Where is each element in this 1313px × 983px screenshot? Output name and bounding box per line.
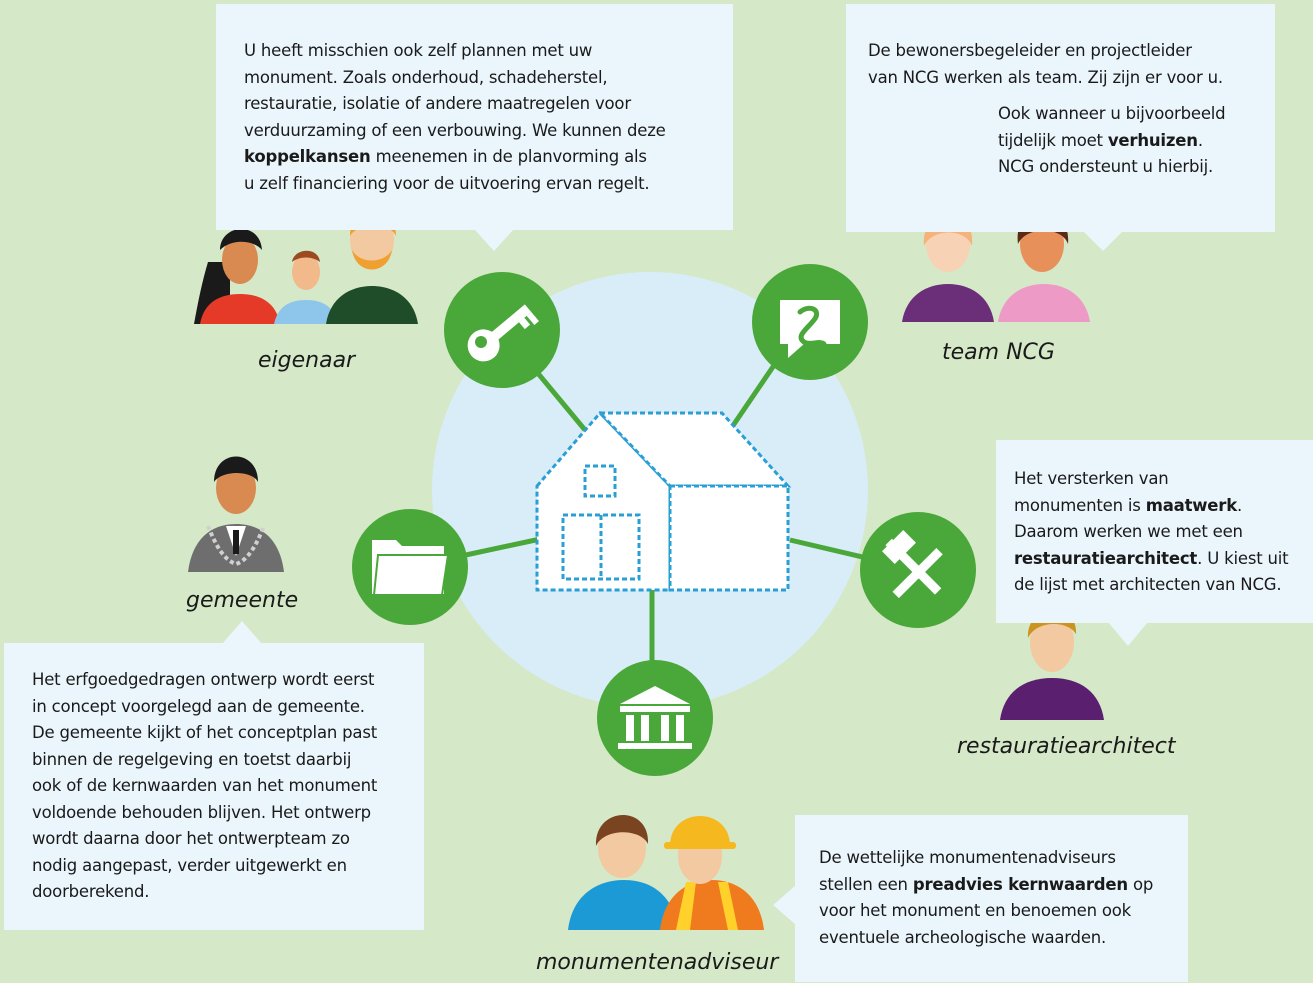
bubble-text-line: De wettelijke monumentenadviseurs [819, 845, 1188, 872]
team-ncg-text-bubble: De bewonersbegeleider en projectleider va… [846, 4, 1275, 232]
bubble-text-emphasis: koppelkansen [244, 147, 371, 166]
bubble-text-emphasis: verhuizen [1107, 130, 1198, 150]
bubble-text-line: Ook wanneer u bijvoorbeeld [998, 101, 1275, 128]
bubble-text-emphasis: restauratiearchitect [1014, 548, 1198, 568]
bubble-text-segment: in concept voorgelegd aan de gemeente. [32, 696, 365, 716]
bubble-text-segment: op [1127, 874, 1154, 894]
bubble-text-segment: . [1237, 495, 1243, 515]
bubble-text-segment: Ook wanneer u bijvoorbeeld [998, 104, 1226, 123]
bubble-text-line: van NCG werken als team. Zij zijn er voo… [868, 65, 1275, 92]
bubble-text-segment: Het erfgoedgedragen ontwerp wordt eerst [32, 670, 375, 689]
bubble-text-line: verduurzaming of een verbouwing. We kunn… [244, 118, 733, 145]
bubble-text-segment: de lijst met architecten van NCG. [1014, 575, 1282, 594]
bubble-text-line: Het versterken van [1014, 466, 1313, 493]
ncg-speech-bubble-icon [752, 264, 868, 380]
role-label-monumentenadviseur: monumentenadviseur [536, 950, 779, 975]
folder-icon [352, 509, 468, 625]
monumentenadviseur-bubble-tail [773, 885, 796, 925]
bubble-text-line: tijdelijk moet verhuizen. [998, 128, 1275, 155]
bubble-text-segment: doorberekend. [32, 882, 150, 901]
bubble-text-line: restauratie, isolatie of andere maatrege… [244, 91, 733, 118]
gemeente-person-illustration [188, 456, 284, 572]
bubble-text-line: wordt daarna door het ontwerpteam zo [32, 826, 424, 853]
bubble-text-line: in concept voorgelegd aan de gemeente. [32, 694, 424, 721]
restauratiearchitect-person-illustration [1000, 609, 1104, 720]
bubble-text-line: De gemeente kijkt of het conceptplan pas… [32, 720, 424, 747]
bubble-text-line: U heeft misschien ook zelf plannen met u… [244, 38, 733, 65]
bubble-text-segment: binnen de regelgeving en toetst daarbij [32, 749, 352, 769]
bubble-text-segment: nodig aangepast, verder uitgewerkt en [32, 855, 347, 875]
bubble-text-line: monumenten is maatwerk. [1014, 493, 1313, 520]
bubble-text-line: monument. Zoals onderhoud, schadeherstel… [244, 65, 733, 92]
role-label-gemeente: gemeente [186, 588, 299, 613]
role-label-restauratiearchitect: restauratiearchitect [957, 734, 1176, 759]
bubble-text-line: eventuele archeologische waarden. [819, 925, 1188, 952]
bubble-text-line: Daarom werken we met een [1014, 519, 1313, 546]
bubble-text-segment: monument. Zoals onderhoud, schadeherstel… [244, 67, 608, 87]
bubble-text-segment: meenemen in de planvorming als [370, 147, 647, 166]
bubble-text-segment: u zelf financiering voor de uitvoering e… [244, 173, 650, 193]
government-building-icon [597, 660, 713, 776]
bubble-text-segment: verduurzaming of een verbouwing. We kunn… [244, 120, 666, 140]
bubble-text-segment: NCG ondersteunt u hierbij. [998, 157, 1214, 176]
bubble-text-line: doorberekend. [32, 879, 424, 906]
key-icon [444, 272, 560, 388]
gemeente-text-bubble: Het erfgoedgedragen ontwerp wordt eerst i… [4, 643, 424, 930]
gemeente-bubble-tail [222, 621, 262, 644]
bubble-text-segment: eventuele archeologische waarden. [819, 927, 1107, 947]
bubble-text-emphasis: maatwerk [1145, 495, 1238, 515]
bubble-text-block: De bewonersbegeleider en projectleider va… [868, 38, 1275, 91]
monumentenadviseur-text-bubble: De wettelijke monumentenadviseurs stellen… [795, 815, 1188, 982]
bubble-text-segment: tijdelijk moet [998, 130, 1108, 150]
bubble-text-line: De bewonersbegeleider en projectleider [868, 38, 1275, 65]
role-label-eigenaar: eigenaar [258, 348, 356, 373]
bubble-text-segment: ook of de kernwaarden van het monument [32, 776, 378, 795]
bubble-text-line: koppelkansen meenemen in de planvorming … [244, 144, 733, 171]
bubble-text-segment: U heeft misschien ook zelf plannen met u… [244, 41, 593, 60]
bubble-text-segment: Het versterken van [1014, 469, 1169, 488]
bubble-text-line: voor het monument en benoemen ook [819, 898, 1188, 925]
bubble-text-block: Ook wanneer u bijvoorbeeld tijdelijk moet… [998, 101, 1275, 181]
bubble-text-line: restauratiearchitect. U kiest uit [1014, 546, 1313, 573]
bubble-text-segment: . U kiest uit [1197, 548, 1289, 568]
house-icon [535, 410, 792, 592]
bubble-text-segment: . [1197, 130, 1203, 150]
hammer-screwdriver-icon [860, 512, 976, 628]
restauratiearchitect-text-bubble: Het versterken van monumenten is maatwerk… [996, 440, 1313, 623]
bubble-text-line: Het erfgoedgedragen ontwerp wordt eerst [32, 667, 424, 694]
monumentenadviseur-people-illustration [568, 814, 764, 930]
bubble-text-line: NCG ondersteunt u hierbij. [998, 154, 1275, 181]
bubble-text-segment: Daarom werken we met een [1014, 522, 1243, 541]
bubble-text-line: nodig aangepast, verder uitgewerkt en [32, 853, 424, 880]
bubble-text-block: Het erfgoedgedragen ontwerp wordt eerst i… [32, 667, 424, 906]
bubble-text-segment: monumenten is [1014, 495, 1146, 515]
team-ncg-bubble-tail [1083, 231, 1123, 251]
bubble-text-segment: De bewonersbegeleider en projectleider [868, 41, 1192, 60]
bubble-text-line: u zelf financiering voor de uitvoering e… [244, 171, 733, 198]
bubble-text-line: stellen een preadvies kernwaarden op [819, 872, 1188, 899]
bubble-text-segment: De wettelijke monumentenadviseurs [819, 848, 1116, 867]
bubble-text-segment: De gemeente kijkt of het conceptplan pas… [32, 723, 378, 742]
bubble-text-segment: wordt daarna door het ontwerpteam zo [32, 829, 350, 848]
bubble-text-line: de lijst met architecten van NCG. [1014, 572, 1313, 599]
bubble-text-segment: van NCG werken als team. Zij zijn er voo… [868, 67, 1223, 87]
bubble-text-block: De wettelijke monumentenadviseurs stellen… [819, 845, 1188, 951]
bubble-text-line: binnen de regelgeving en toetst daarbij [32, 747, 424, 774]
eigenaar-bubble-tail [474, 229, 514, 251]
bubble-text-segment: voldoende behouden blijven. Het ontwerp [32, 802, 371, 822]
bubble-text-line: ook of de kernwaarden van het monument [32, 773, 424, 800]
bubble-text-block: U heeft misschien ook zelf plannen met u… [244, 38, 733, 197]
bubble-text-block: Het versterken van monumenten is maatwerk… [1014, 466, 1313, 599]
restauratiearchitect-bubble-tail [1108, 622, 1148, 646]
eigenaar-text-bubble: U heeft misschien ook zelf plannen met u… [216, 4, 733, 230]
bubble-text-emphasis: preadvies kernwaarden [912, 874, 1128, 894]
bubble-text-line: voldoende behouden blijven. Het ontwerp [32, 800, 424, 827]
bubble-text-segment: stellen een [819, 874, 913, 894]
bubble-text-segment: voor het monument en benoemen ook [819, 901, 1132, 920]
bubble-text-segment: restauratie, isolatie of andere maatrege… [244, 94, 631, 113]
role-label-team-ncg: team NCG [942, 340, 1055, 365]
